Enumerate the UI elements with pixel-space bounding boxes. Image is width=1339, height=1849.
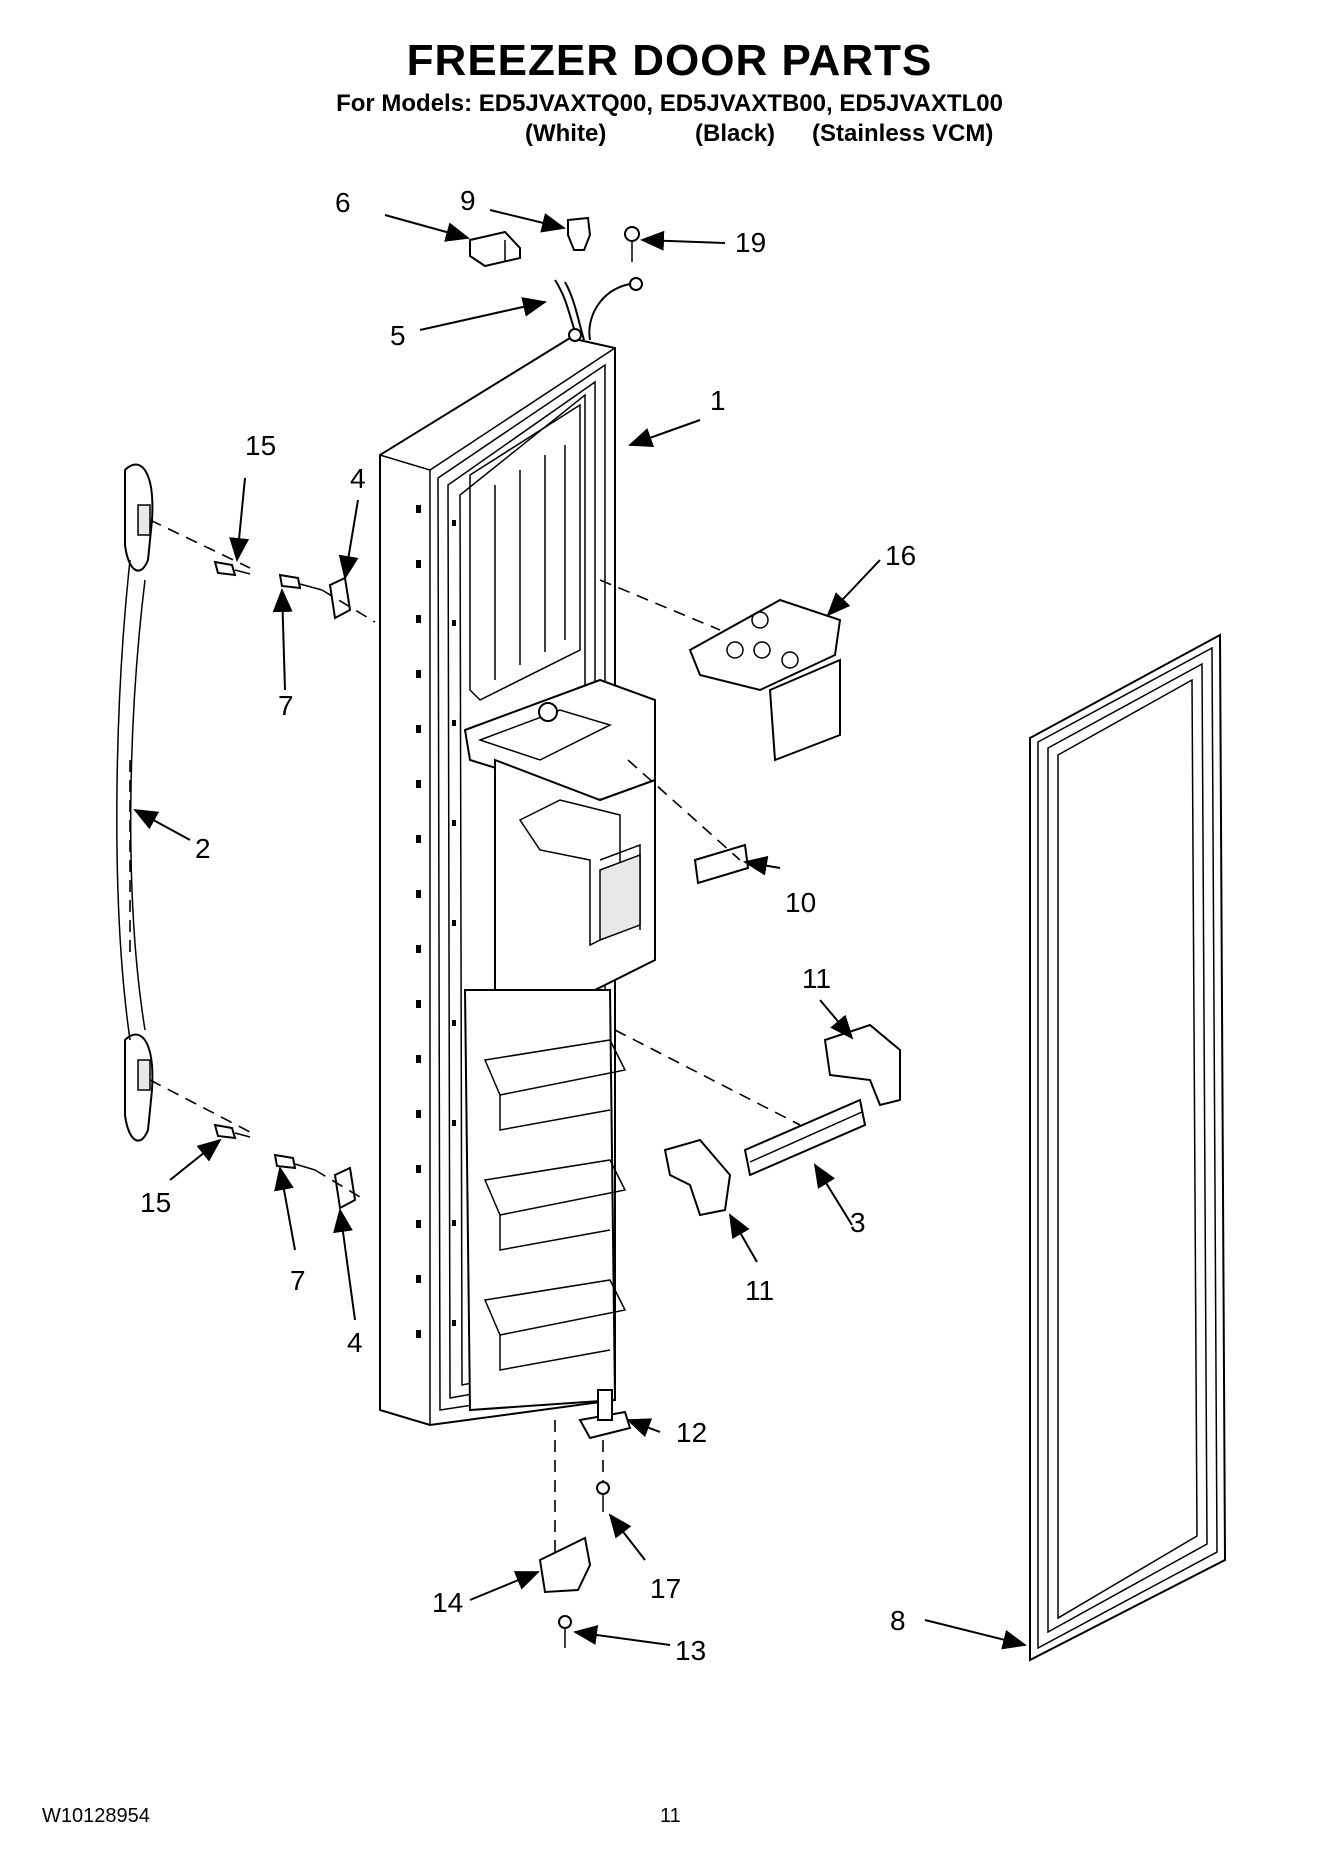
callout-16: 16 [885,540,916,571]
door-handle [116,463,154,1142]
callout-8: 8 [890,1605,906,1636]
callout-11-upper: 11 [802,963,831,994]
bracket-lower [333,1166,357,1210]
trim-strip [693,843,750,885]
callout-4-lower: 4 [347,1327,363,1358]
page-number: 11 [660,1805,681,1827]
variant-stainless: (Stainless VCM) [812,120,994,147]
callout-10: 10 [785,887,816,918]
callout-11-lower: 11 [745,1275,774,1306]
callout-3: 3 [850,1207,866,1238]
leader-arrows [133,209,1027,1650]
callout-6: 6 [335,187,351,218]
callout-15-upper: 15 [245,430,276,461]
callout-15-lower: 15 [140,1187,171,1218]
screw-19 [624,226,640,262]
bracket-upper [328,576,352,620]
callout-7-lower: 7 [290,1265,306,1296]
screw-15-lower [213,1123,251,1140]
door-gasket [1029,633,1227,1662]
callout-5: 5 [390,320,406,351]
callout-2: 2 [195,833,211,864]
callout-19: 19 [735,227,766,258]
callout-1: 1 [710,385,726,416]
bottom-hinge [538,1536,592,1594]
screw-7-upper [278,573,323,591]
cap-part [567,216,592,251]
callout-7-upper: 7 [278,690,294,721]
callout-13: 13 [675,1635,706,1666]
callout-14: 14 [432,1587,463,1618]
callout-9: 9 [460,185,476,216]
screw-13 [558,1615,572,1648]
callout-12: 12 [676,1417,707,1448]
variant-black: (Black) [695,120,776,147]
door-rail-holes [416,505,456,1338]
wire-connector [469,230,521,268]
screw-7-lower [273,1153,316,1171]
mounting-plate [688,598,842,762]
screw-17 [596,1481,610,1512]
callout-labels: 1 2 3 4 4 5 6 7 7 8 9 10 11 11 12 13 14 … [140,185,916,1666]
document-number: W10128954 [42,1805,150,1827]
callout-17: 17 [650,1573,681,1604]
freezer-door [379,279,656,1427]
variant-white: (White) [525,120,607,147]
clip-upper [823,1023,901,1107]
assembly-lines [129,519,801,1560]
page-title: FREEZER DOOR PARTS [406,36,933,85]
model-list: For Models: ED5JVAXTQ00, ED5JVAXTB00, ED… [336,90,1003,117]
callout-4-upper: 4 [350,463,366,494]
screw-15-upper [213,560,251,577]
clip-lower [663,1138,732,1217]
